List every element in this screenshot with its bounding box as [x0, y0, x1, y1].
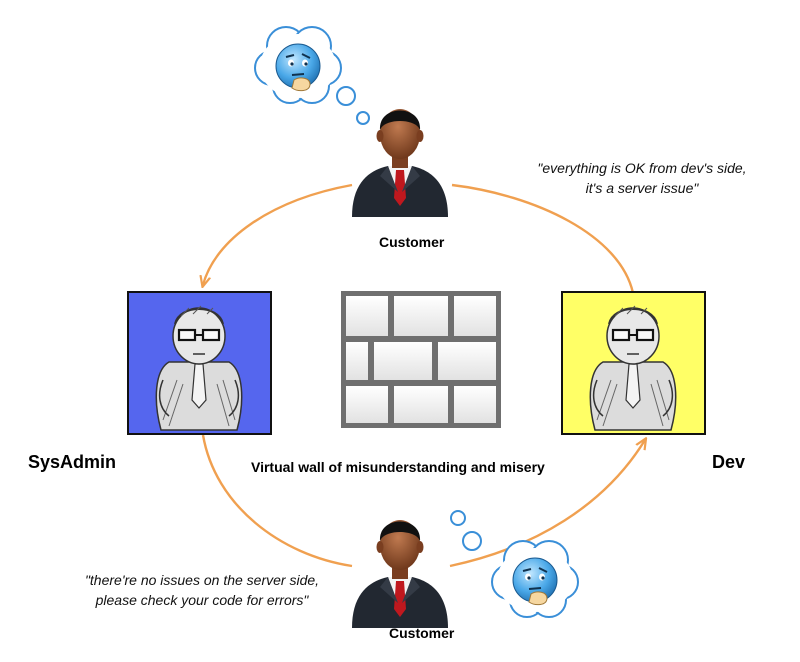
sysadmin-quote: "there're no issues on the server side, … [52, 570, 352, 610]
arrow-sysadmin-to-customer [201, 434, 353, 568]
thought-cloud-bottom [491, 540, 579, 618]
dev-quote-line-2: it's a server issue" [585, 180, 699, 196]
thought-bubble-dot [462, 531, 482, 551]
arrow-customer-to-sysadmin [203, 183, 353, 285]
sysadmin-quote-line-2: please check your code for errors" [95, 592, 309, 608]
businessman-icon [352, 109, 448, 217]
businessman-icon [352, 520, 448, 628]
customer-top-label: Customer [379, 234, 445, 250]
thought-cloud-top [254, 26, 342, 104]
sysadmin-quote-line-1: "there're no issues on the server side, [84, 572, 320, 588]
arrow-dev-to-customer [451, 183, 635, 294]
thought-bubble-dot [336, 86, 356, 106]
thought-bubble-dot [450, 510, 466, 526]
customer-bottom-label: Customer [389, 625, 455, 641]
sysadmin-label: SysAdmin [28, 452, 117, 472]
dev-quote-line-1: "everything is OK from dev's side, [537, 160, 747, 176]
brick-wall-icon [341, 291, 501, 428]
wall-caption: Virtual wall of misunderstanding and mis… [251, 459, 545, 475]
dev-label: Dev [712, 452, 746, 472]
arrow-customer-to-dev [449, 440, 645, 568]
dev-quote: "everything is OK from dev's side, it's … [500, 158, 784, 198]
thought-bubble-dot [356, 111, 370, 125]
